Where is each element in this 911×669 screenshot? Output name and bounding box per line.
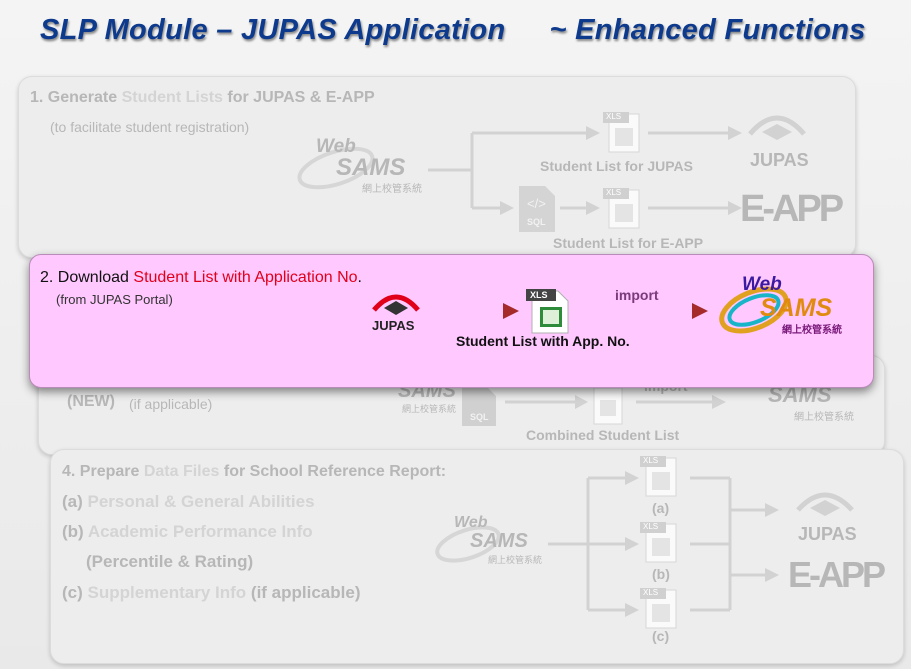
panel4-item-c: (c) Supplementary Info (if applicable) (62, 583, 361, 602)
xls-file-icon: XLS (603, 188, 640, 229)
panel4-item-b: (b) Academic Performance Info (62, 522, 313, 541)
panel1-heading: 1. Generate Student Lists for JUPAS & E-… (30, 89, 375, 106)
xls-file-icon (588, 386, 624, 426)
page-title: SLP Module – JUPAS Application ~ Enhanced… (40, 14, 866, 47)
caption-a: (a) (652, 500, 670, 516)
xls-file-icon: XLS (526, 289, 570, 335)
jupas-logo-color: JUPAS (368, 290, 424, 336)
panel4-item-b-detail: (Percentile & Rating) (86, 552, 254, 571)
title-part2: ~ Enhanced Functions (549, 14, 866, 46)
panel2-import-label: import (615, 287, 659, 303)
jupas-logo: JUPAS (790, 486, 860, 544)
panel1-subtitle: (to facilitate student registration) (50, 119, 250, 135)
xls-file-icon: XLS (603, 112, 640, 153)
websams-logo-4: Web SAMS 網上校管系統 (435, 512, 546, 570)
caption-student-list-jupas: Student List for JUPAS (540, 158, 693, 174)
jupas-logo: JUPAS (742, 108, 812, 174)
eapp-logo: E-APP (788, 554, 886, 595)
caption-c: (c) (652, 628, 670, 644)
caption-combined-student-list: Combined Student List (526, 427, 680, 443)
xls-file-icon: XLS (640, 588, 677, 629)
websams-logo-color: Web SAMS 網上校管系統 (716, 272, 856, 340)
sql-file-icon: </> SQL (517, 186, 557, 232)
panel4-heading: 4. Prepare Data Files for School Referen… (62, 463, 447, 480)
panel2-subtitle: (from JUPAS Portal) (56, 292, 173, 307)
caption-student-list-eapp: Student List for E-APP (553, 235, 704, 251)
caption-student-list-with-app-no: Student List with App. No. (456, 333, 630, 349)
xls-file-icon: XLS (640, 522, 677, 563)
title-part1: SLP Module – JUPAS Application (40, 14, 506, 46)
panel3-new-label: (NEW) (67, 393, 115, 410)
websams-logo-1: Web SAMS 網上校管系統 (296, 134, 426, 196)
sql-file-icon: SQL (460, 386, 498, 426)
panel3-applicable: (if applicable) (129, 396, 213, 412)
caption-b: (b) (652, 566, 670, 582)
panel-generate-lists (18, 76, 856, 258)
panel4-item-a: (a) Personal & General Abilities (62, 492, 315, 511)
eapp-logo: E-APP (740, 188, 844, 230)
panel2-heading: 2. Download Student List with Applicatio… (40, 269, 362, 286)
xls-file-icon: XLS (640, 456, 677, 497)
